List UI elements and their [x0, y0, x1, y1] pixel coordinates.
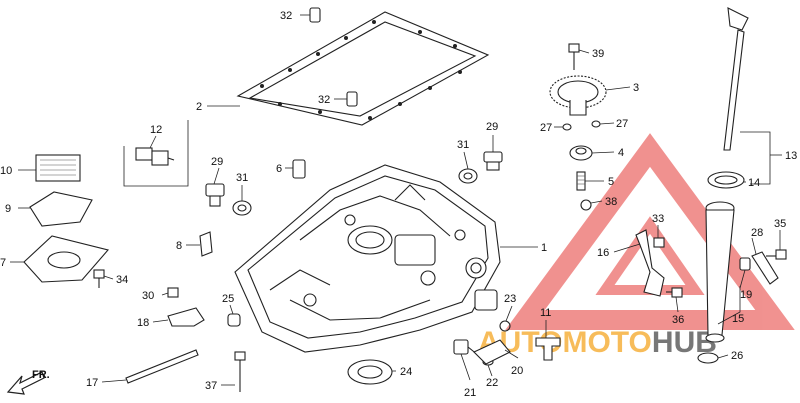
o-ring-inner	[714, 175, 738, 185]
seal	[29, 191, 93, 227]
bolt	[234, 351, 246, 392]
dowel-pin	[309, 7, 358, 107]
callout-labels: 1 2 3 4 5 6 7 8 9 10 11 12 13 14 15 16 1…	[0, 10, 797, 399]
shaft	[125, 349, 199, 384]
callout-21: 21	[464, 387, 476, 399]
callout-17: 17	[86, 377, 98, 389]
plate	[23, 235, 110, 283]
callout-32a: 32	[280, 10, 292, 22]
callout-2: 2	[196, 101, 202, 113]
callout-20: 20	[511, 365, 523, 377]
o-ring	[499, 320, 511, 332]
hose-clamp	[473, 339, 511, 365]
callout-24: 24	[400, 366, 412, 378]
plate-window	[47, 251, 81, 269]
callout-3: 3	[633, 82, 639, 94]
gasket	[236, 11, 490, 126]
callout-18: 18	[137, 317, 149, 329]
dipstick	[723, 7, 749, 151]
callout-13: 13	[785, 150, 797, 162]
bolt	[568, 43, 580, 70]
collar	[739, 257, 751, 271]
plate	[167, 307, 205, 327]
callout-29b: 29	[486, 121, 498, 133]
washer	[458, 168, 478, 184]
callout-32b: 32	[318, 94, 330, 106]
o-ring	[580, 199, 592, 211]
washer	[591, 120, 601, 128]
callout-14: 14	[748, 177, 760, 189]
bolt	[93, 269, 105, 288]
washer-inner	[463, 172, 473, 180]
cap	[227, 313, 241, 327]
callout-31b: 31	[457, 139, 469, 151]
o-ring	[707, 171, 745, 189]
oil-pan	[234, 164, 501, 353]
leader-lines	[10, 14, 782, 386]
callout-1: 1	[541, 242, 547, 254]
bolt	[666, 287, 683, 298]
spring	[576, 171, 586, 191]
callout-8: 8	[176, 240, 182, 252]
front-direction-arrow	[6, 371, 45, 395]
callout-7: 7	[0, 257, 6, 269]
callout-29a: 29	[211, 156, 223, 168]
washer-inner	[237, 204, 247, 212]
callout-16: 16	[597, 247, 609, 259]
callout-27b: 27	[616, 118, 628, 130]
callout-4: 4	[618, 147, 624, 159]
washer	[562, 123, 572, 131]
oil-sensor	[135, 147, 175, 166]
filter-screen	[35, 154, 81, 182]
callout-10: 10	[0, 165, 12, 177]
callout-37: 37	[205, 380, 217, 392]
o-ring	[697, 352, 719, 364]
clip	[199, 231, 213, 257]
callout-22: 22	[486, 377, 498, 389]
tee-fitting	[535, 337, 561, 361]
drain-plug	[205, 183, 225, 207]
gear	[549, 75, 607, 116]
bracket	[635, 229, 665, 297]
callout-25: 25	[222, 293, 234, 305]
callout-11: 11	[540, 307, 551, 319]
direction-label: FR.	[32, 369, 50, 381]
callout-31a: 31	[236, 172, 248, 184]
callout-19: 19	[740, 289, 752, 301]
callout-6: 6	[276, 163, 282, 175]
callout-9: 9	[5, 203, 11, 215]
watermark-text: AUTOMOTOHUB	[478, 326, 717, 359]
washer	[232, 200, 252, 216]
bolt	[167, 287, 179, 298]
callout-28: 28	[751, 227, 763, 239]
collar	[569, 145, 593, 161]
watermark-moto: MOTO	[562, 326, 651, 359]
callout-33: 33	[652, 213, 664, 225]
bolt	[653, 237, 665, 248]
callout-12: 12	[150, 124, 162, 136]
filler-tube	[705, 201, 735, 343]
callout-35: 35	[774, 218, 786, 230]
callout-27a: 27	[540, 122, 552, 134]
bolt	[766, 249, 787, 260]
drain-plug	[483, 151, 503, 171]
callout-38: 38	[605, 196, 617, 208]
frame-lines	[123, 120, 189, 187]
oil-seal	[347, 359, 393, 385]
pin	[292, 159, 306, 179]
callout-39: 39	[592, 48, 604, 60]
callout-34: 34	[116, 274, 128, 286]
callout-26: 26	[731, 350, 743, 362]
callout-15: 15	[732, 313, 744, 325]
bracket	[751, 251, 779, 285]
callout-5: 5	[608, 176, 614, 188]
callout-36: 36	[672, 314, 684, 326]
callout-23: 23	[504, 293, 516, 305]
callout-30: 30	[142, 290, 154, 302]
